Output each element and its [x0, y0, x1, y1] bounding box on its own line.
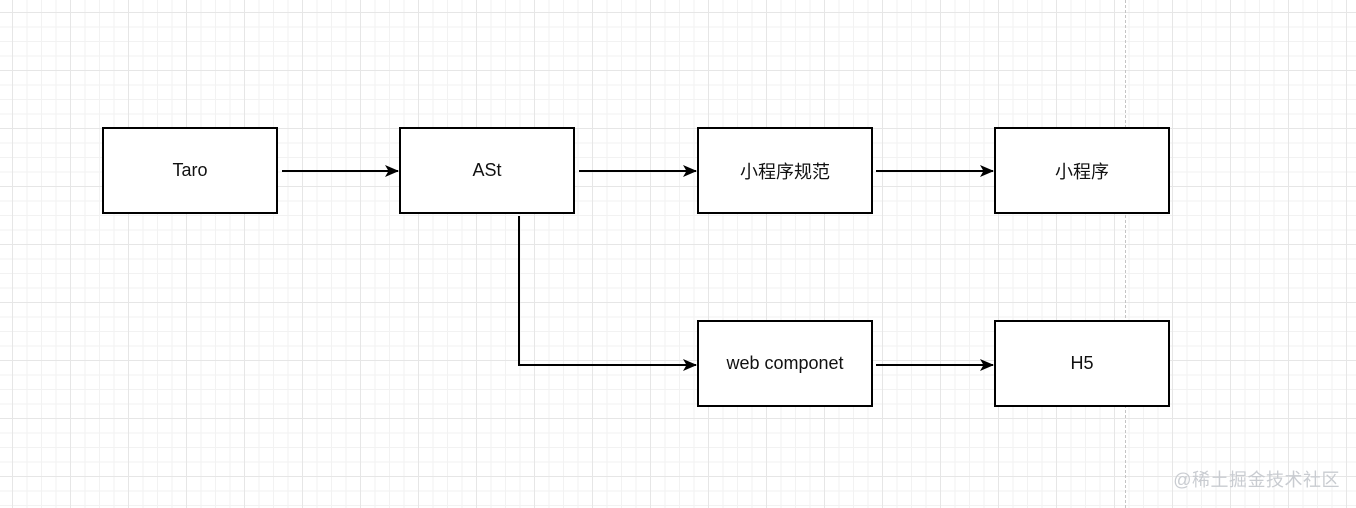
node-taro[interactable]: Taro — [102, 127, 278, 214]
node-miniprogram-spec[interactable]: 小程序规范 — [697, 127, 873, 214]
node-label: H5 — [1070, 353, 1094, 373]
node-label: 小程序规范 — [740, 161, 830, 182]
node-ast[interactable]: ASt — [399, 127, 575, 214]
node-label: ASt — [472, 160, 502, 180]
node-label: 小程序 — [1055, 161, 1109, 182]
node-label: Taro — [172, 160, 208, 180]
page-break-line — [1125, 0, 1126, 508]
node-label: web componet — [726, 353, 844, 373]
node-miniprogram[interactable]: 小程序 — [994, 127, 1170, 214]
edge-ast-to-webcomponent[interactable] — [518, 216, 697, 371]
node-web-component[interactable]: web componet — [697, 320, 873, 407]
node-h5[interactable]: H5 — [994, 320, 1170, 407]
watermark: @稀土掘金技术社区 — [1173, 470, 1340, 490]
